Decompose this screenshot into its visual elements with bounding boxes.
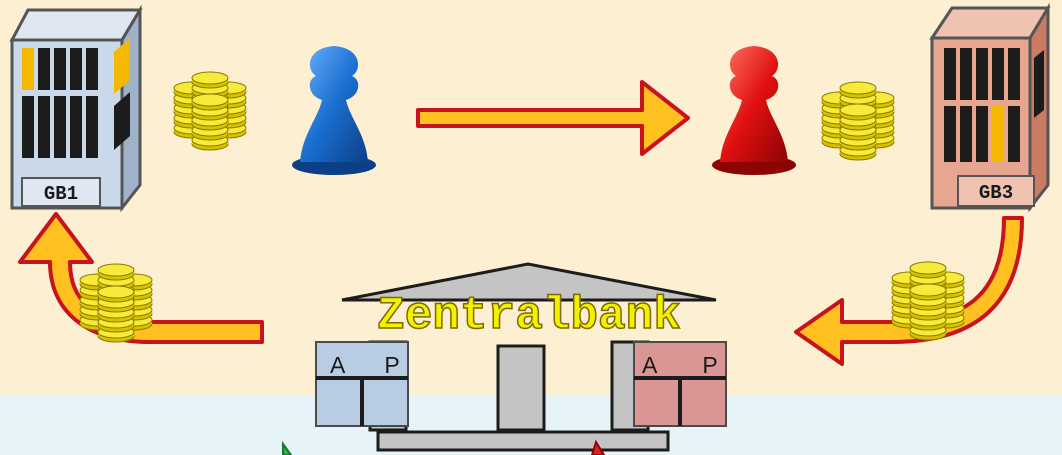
blue-pawn-icon (292, 46, 376, 175)
transfer-arrow-top (416, 80, 690, 156)
central-bank-title: Zentralbank (377, 290, 681, 342)
bank-building-gb3-icon: GB3 (929, 2, 1051, 213)
green-arrow-icon (282, 440, 293, 455)
transfer-arrow-right (794, 216, 1024, 366)
bank-label-gb1: GB1 (44, 183, 78, 205)
account-left-liabilities-label: P (384, 352, 399, 378)
bank-building-gb1-icon: GB1 (9, 4, 143, 213)
red-arrow-icon (590, 439, 606, 455)
red-pawn-icon (712, 46, 796, 175)
central-bank-account-left: A P (315, 341, 409, 427)
account-right-assets-label: A (642, 352, 658, 378)
account-left-assets-label: A (330, 352, 346, 378)
central-bank-account-right: A P (633, 341, 727, 427)
account-right-liabilities-label: P (702, 352, 717, 378)
bank-label-gb3: GB3 (979, 182, 1013, 204)
